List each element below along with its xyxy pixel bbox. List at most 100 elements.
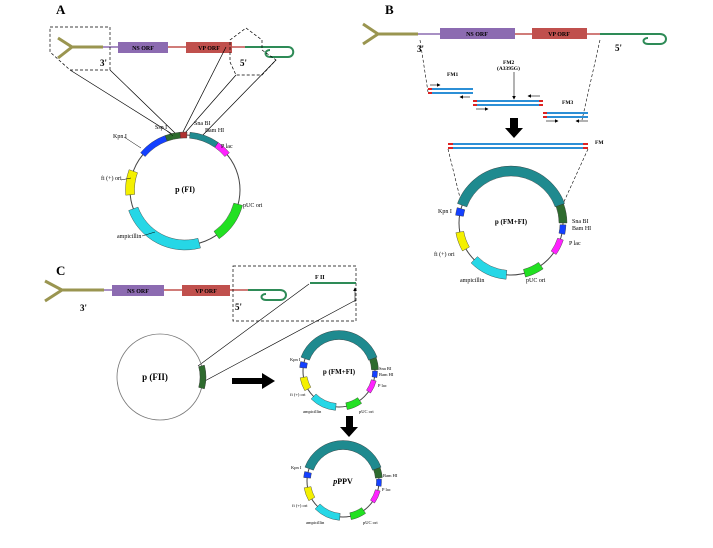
genome-5-end-hairpin xyxy=(600,33,667,45)
ns-orf-box xyxy=(112,285,164,296)
kpn-region xyxy=(299,361,308,369)
genome-end-segment xyxy=(179,131,188,139)
fm3-label: FM3 xyxy=(562,100,574,106)
vp-orf-label: VP ORF xyxy=(195,289,217,295)
puc-label: pUC ori xyxy=(526,278,546,284)
genome-3-prime-label: 3' xyxy=(417,44,424,54)
bam-label: Bam HI xyxy=(572,226,591,232)
ampicillin-arrow xyxy=(470,256,508,280)
puc-ori-arrow xyxy=(349,507,366,520)
amp-label: ampicillin xyxy=(117,234,141,240)
vp-orf-box xyxy=(182,285,230,296)
genome-3-end-hairpin xyxy=(57,36,103,60)
kpn-label: Kpn I xyxy=(113,134,127,140)
plasmid-name: p (FM+FI) xyxy=(323,368,356,376)
mutation-label: (A3395G) xyxy=(497,65,520,72)
plac-label: P lac xyxy=(378,383,387,388)
plasmid-name: p (FI) xyxy=(175,185,195,194)
panel-a-genome: NS ORF VP ORF 3' 5' xyxy=(49,26,295,76)
plasmid-name: pPPV xyxy=(332,477,353,486)
bam-region xyxy=(375,478,382,487)
down-arrow-icon xyxy=(340,416,358,437)
panel-c-genome: NS ORF VP ORF 3' 5' xyxy=(44,279,287,313)
kpn-label: Kpn I xyxy=(438,209,452,215)
vp-orf-label: VP ORF xyxy=(548,32,570,38)
bam-label: Bam HI xyxy=(205,128,224,134)
dashed-box-5-end xyxy=(229,27,277,76)
puc-label: pUC ori xyxy=(363,520,378,525)
panel-c-letter: C xyxy=(56,263,65,278)
connector xyxy=(197,283,310,367)
vp-orf-label: VP ORF xyxy=(198,46,220,52)
plasmid-p-fii: p (FII) xyxy=(116,333,207,421)
plasmid-pppv: pPPV Kpn I Bam HI P lac fi (+) ori ampic… xyxy=(291,440,398,525)
fii-insert xyxy=(198,364,207,390)
plasmid-p-fi: p (FI) Kpn I Ssp I Sna BI Bam HI P lac p… xyxy=(101,121,263,251)
plasmid-p-fm-fi: p (FM+FI) Kpn I Sna BI Bam HI P lac pUC … xyxy=(434,165,591,284)
panel-b: B NS ORF VP ORF 3' 5' FM1 FM2 (A3395G) F… xyxy=(362,2,667,284)
fm-insert-band xyxy=(457,165,565,208)
connector xyxy=(200,299,357,384)
amp-label: ampicillin xyxy=(303,409,322,414)
puc-ori-arrow xyxy=(345,397,362,410)
panel-c: C NS ORF VP ORF 3' 5' F II p (FII) xyxy=(44,263,398,525)
kpn-region xyxy=(140,135,168,157)
panel-a-letter: A xyxy=(56,2,66,17)
ns-orf-box xyxy=(118,42,168,53)
puc-label: pUC ori xyxy=(243,203,263,209)
genome-5-prime-label: 5' xyxy=(240,58,247,68)
down-arrow-icon xyxy=(505,118,523,138)
fii-label: F II xyxy=(315,275,325,281)
sna-label: Sna BI xyxy=(572,219,589,225)
right-arrow-icon xyxy=(232,373,275,389)
kpn-label: Kpn I xyxy=(290,357,301,362)
fm1-label: FM1 xyxy=(447,72,459,78)
plac-arrow xyxy=(370,489,381,504)
plac-label: P lac xyxy=(382,487,391,492)
f1-ori-arrow xyxy=(303,486,316,502)
genome-3-prime-label: 3' xyxy=(80,303,87,313)
genome-5-prime-label: 5' xyxy=(615,43,622,53)
fm-insert-band xyxy=(300,330,378,361)
ns-orf-box xyxy=(440,28,515,39)
genome-5-prime-label: 5' xyxy=(235,302,242,312)
genome-3-prime-label: 3' xyxy=(100,58,107,68)
sna-label: Sna BI xyxy=(379,366,392,371)
panel-a-connectors xyxy=(69,46,277,139)
fm2-label: FM2 xyxy=(503,60,515,66)
puc-ori-arrow xyxy=(523,262,544,278)
dashed-box-3-end xyxy=(49,26,111,71)
f1-ori-arrow xyxy=(455,231,470,252)
fm-label: FM xyxy=(595,140,604,146)
f1-ori-arrow xyxy=(299,376,312,392)
vp-orf-box xyxy=(186,42,232,53)
panel-b-genome: NS ORF VP ORF 3' 5' xyxy=(362,22,667,54)
ampicillin-arrow xyxy=(314,503,341,521)
fm-guides xyxy=(447,148,589,207)
vp-orf-box xyxy=(532,28,587,39)
amp-label: ampicillin xyxy=(460,278,484,284)
pcr-guides xyxy=(419,39,601,121)
genome-5-end-hairpin xyxy=(248,289,287,301)
kpn-label: Kpn I xyxy=(291,465,302,470)
genome-end-segment xyxy=(369,357,379,371)
ampicillin-arrow xyxy=(128,206,201,251)
ssp-label: Ssp I xyxy=(155,125,167,131)
plasmid-name: p (FII) xyxy=(142,372,168,382)
ns-orf-label: NS ORF xyxy=(466,32,488,38)
kpn-region xyxy=(455,207,466,217)
panel-b-letter: B xyxy=(385,2,394,17)
bam-region xyxy=(371,370,378,378)
f1-label: fi (+) ori xyxy=(434,251,455,258)
plac-label: P lac xyxy=(221,144,233,150)
dashed-box-fii xyxy=(232,265,357,322)
ns-orf-label: NS ORF xyxy=(132,46,154,52)
amp-label: ampicillin xyxy=(306,520,325,525)
bam-label: Bam HI xyxy=(383,473,398,478)
puc-label: pUC ori xyxy=(359,409,374,414)
bam-label: Bam HI xyxy=(379,372,394,377)
pcr-fragments: FM1 FM2 (A3395G) FM3 xyxy=(428,60,588,123)
plac-arrow xyxy=(366,379,377,394)
sna-label: Sna BI xyxy=(194,121,211,127)
